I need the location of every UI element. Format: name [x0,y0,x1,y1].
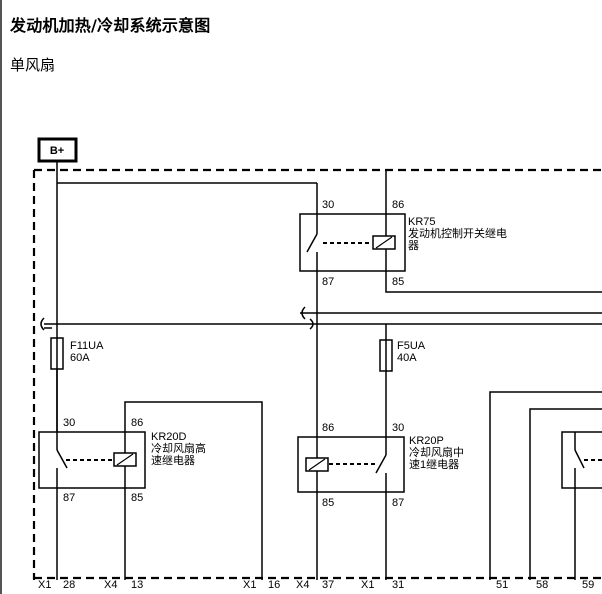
relay-kr75-id: KR75 [408,216,436,228]
fuse-f11ua-rating: 60A [70,352,90,364]
relay-kr20d-pin-87: 87 [63,492,75,504]
relay-partial-right [561,431,602,489]
connector-5-pin: 31 [392,579,404,591]
page-left-border [0,0,2,594]
relay-kr20d-name-line1: 冷却风扇高 [151,441,206,455]
fuse-box-boundary [32,168,602,580]
fuse-f5ua: F5UA 40A [379,339,426,372]
relay-kr20p-pin-87: 87 [392,497,404,509]
relay-kr20d-pin-86: 86 [131,417,143,429]
fuse-f5ua-id: F5UA [397,340,426,352]
relay-kr20p-pin-30: 30 [392,422,404,434]
relay-kr20p-pin-85: 85 [322,497,334,509]
relay-kr20d-pin-30: 30 [63,417,75,429]
connector-5-name: X1 [361,579,374,591]
relay-kr75-name-line2: 器 [408,239,419,252]
connector-3-pin: 16 [268,579,280,591]
power-source-b-plus: B+ [37,137,78,170]
relay-kr20p-pin-86: 86 [322,422,334,434]
relay-kr75-name-line1: 发动机控制开关继电 [408,226,507,240]
connector-3-name: X1 [243,579,256,591]
relay-kr75-pin-30: 30 [322,199,334,211]
connector-2-pin: 13 [131,579,143,591]
connector-4-name: X4 [296,579,309,591]
relay-kr20p: 86 30 85 87 KR20P 冷却风扇中 速1继电器 [297,422,464,509]
connector-7-pin: 58 [536,579,548,591]
page-title: 发动机加热/冷却系统示意图 [10,16,211,35]
relay-kr20d: 30 86 87 85 KR20D 冷却风扇高 速继电器 [38,417,206,504]
connector-8-pin: 59 [582,579,594,591]
fuse-f11ua: F11UA 60A [50,337,104,370]
relay-kr20p-name-line1: 冷却风扇中 [409,445,464,459]
fuse-f5ua-rating: 40A [397,352,417,364]
relay-kr20d-id: KR20D [151,431,187,443]
relay-kr20d-pin-85: 85 [131,492,143,504]
relay-kr20d-name-line2: 速继电器 [151,454,195,467]
connector-6-pin: 51 [496,579,508,591]
wiring [40,170,602,580]
relay-kr20p-id: KR20P [409,435,444,447]
connector-1-name: X1 [38,579,51,591]
relay-kr75-pin-86: 86 [392,199,404,211]
power-source-label: B+ [50,145,64,157]
connector-2-name: X4 [104,579,117,591]
connector-4-pin: 37 [322,579,334,591]
relay-kr75: 30 86 87 85 KR75 发动机控制开关继电 器 [299,199,507,288]
relay-kr75-pin-85: 85 [392,276,404,288]
relay-kr75-pin-87: 87 [322,276,334,288]
fuse-f11ua-id: F11UA [70,340,104,352]
page-subtitle: 单风扇 [10,56,56,74]
relay-kr20p-name-line2: 速1继电器 [409,458,459,471]
connector-labels: X1 28 X4 13 X1 16 X4 37 X1 31 51 58 59 [38,579,594,591]
connector-1-pin: 28 [63,579,75,591]
